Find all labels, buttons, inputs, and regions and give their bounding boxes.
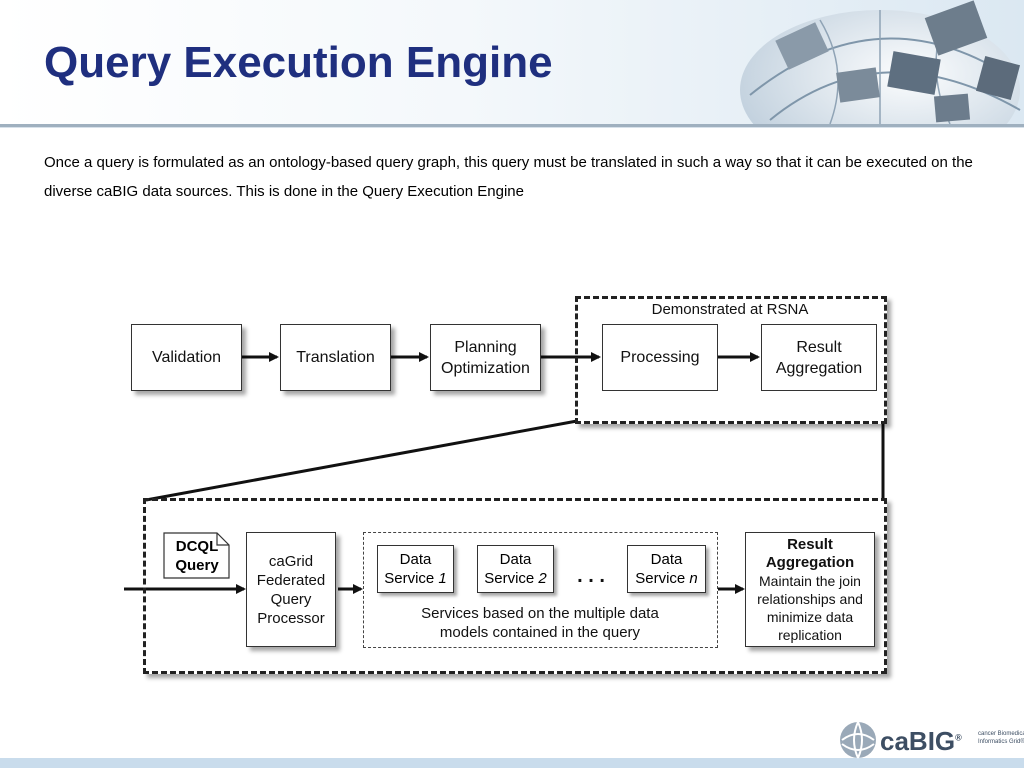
processing-detail-region	[143, 498, 887, 674]
detail-result-aggregation: Result Aggregation Maintain the join rel…	[745, 532, 875, 647]
step-result-aggregation: Result Aggregation	[761, 324, 877, 391]
footer-bar	[0, 758, 1024, 768]
cabig-logo: caBIG® cancer Biomedical Informatics Gri…	[838, 718, 1024, 762]
data-service-2: Data Service 2	[477, 545, 554, 593]
data-service-2-line1: Data	[499, 551, 532, 568]
services-ellipsis: . . .	[577, 565, 605, 587]
cabig-logo-text: caBIG®	[880, 726, 962, 756]
data-service-1-line2: Service 1	[384, 570, 447, 587]
data-service-1: Data Service 1	[377, 545, 454, 593]
dcql-line2: Query	[175, 557, 219, 574]
federated-query-processor: caGrid Federated Query Processor	[246, 532, 336, 647]
detail-result-title: Result Aggregation	[765, 535, 855, 571]
step-planning-optimization: Planning Optimization	[430, 324, 541, 391]
data-service-n-line2: Service n	[635, 570, 698, 587]
services-note: Services based on the multiple data mode…	[421, 605, 659, 641]
step-translation: Translation	[280, 324, 391, 391]
data-service-n-line1: Data	[650, 551, 683, 568]
zoom-line-left	[145, 419, 578, 502]
detail-result-body: Maintain the join relationships and mini…	[757, 572, 863, 643]
dcql-document-icon	[163, 532, 230, 579]
dcql-label: DCQL Query	[163, 537, 231, 575]
data-service-1-line1: Data	[399, 551, 432, 568]
dcql-line1: DCQL	[175, 538, 219, 555]
page-title: Query Execution Engine	[44, 38, 553, 87]
intro-paragraph: Once a query is formulated as an ontolog…	[44, 154, 973, 200]
data-service-n: Data Service n	[627, 545, 706, 593]
header-divider-highlight	[0, 127, 1024, 128]
cabig-globe-icon	[840, 721, 876, 759]
cabig-tagline: cancer Biomedical Informatics Grid®	[978, 731, 1024, 745]
services-region	[363, 532, 718, 648]
step-processing: Processing	[602, 324, 718, 391]
demonstrated-label: Demonstrated at RSNA	[651, 301, 809, 318]
data-service-2-line2: Service 2	[484, 570, 547, 587]
globe-graphic-icon	[740, 0, 1021, 124]
header-divider	[0, 124, 1024, 127]
step-validation: Validation	[131, 324, 242, 391]
demonstrated-region	[575, 296, 887, 424]
